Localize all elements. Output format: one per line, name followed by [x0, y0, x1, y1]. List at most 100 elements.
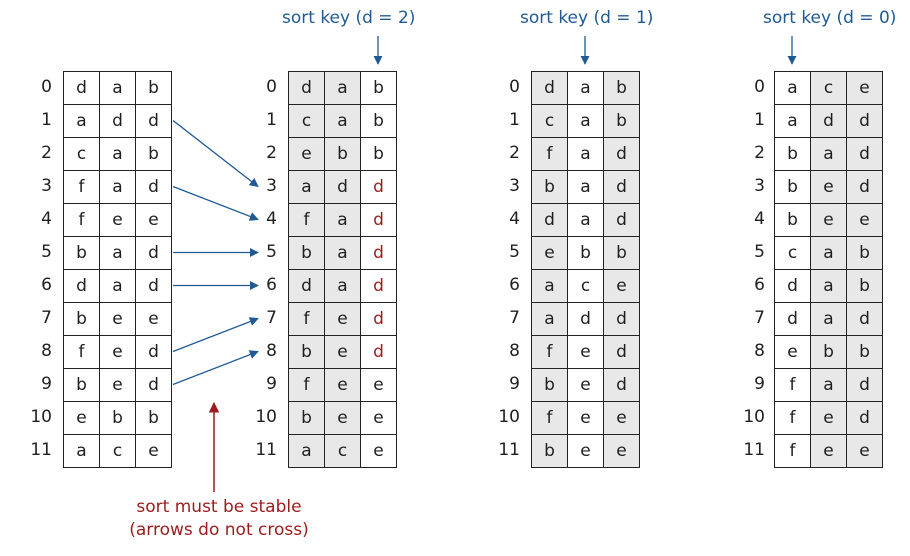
- row-index-label: 5: [754, 242, 765, 262]
- stability-arrow: [172, 350, 259, 386]
- cell: b: [846, 269, 883, 303]
- row-index-label: 2: [509, 143, 520, 163]
- cell: f: [288, 203, 325, 237]
- row-index-label: 7: [754, 308, 765, 328]
- cell: e: [324, 401, 361, 435]
- stability-note-line2: (arrows do not cross): [129, 520, 309, 540]
- cell: a: [567, 170, 604, 204]
- sort-key-label: sort key (d = 1): [520, 8, 654, 28]
- row-index-label: 8: [754, 341, 765, 361]
- row-index-label: 3: [41, 176, 52, 196]
- cell: d: [288, 71, 325, 105]
- cell: d: [360, 170, 397, 204]
- cell: e: [810, 434, 847, 468]
- cell: e: [360, 368, 397, 402]
- row-index-label: 4: [754, 209, 765, 229]
- row-index-label: 6: [509, 275, 520, 295]
- cell: e: [846, 434, 883, 468]
- cell: e: [846, 71, 883, 105]
- cell: b: [603, 71, 640, 105]
- cell: d: [846, 104, 883, 138]
- cell: b: [360, 104, 397, 138]
- cell: a: [99, 137, 136, 171]
- cell: e: [603, 269, 640, 303]
- cell: e: [810, 170, 847, 204]
- row-index-label: 1: [41, 110, 52, 130]
- cell: d: [846, 302, 883, 336]
- stability-arrow: [172, 317, 259, 353]
- cell: a: [567, 203, 604, 237]
- cell: d: [135, 104, 172, 138]
- cell: d: [531, 71, 568, 105]
- cell: a: [99, 170, 136, 204]
- cell: a: [810, 137, 847, 171]
- cell: d: [360, 335, 397, 369]
- cell: b: [288, 335, 325, 369]
- row-index-label: 11: [743, 440, 765, 460]
- cell: a: [567, 71, 604, 105]
- row-index-label: 5: [509, 242, 520, 262]
- cell: b: [135, 401, 172, 435]
- cell: d: [324, 170, 361, 204]
- cell: f: [531, 137, 568, 171]
- cell: d: [603, 302, 640, 336]
- cell: a: [63, 434, 100, 468]
- cell: e: [324, 368, 361, 402]
- row-index-label: 1: [509, 110, 520, 130]
- cell: e: [99, 335, 136, 369]
- cell: d: [135, 269, 172, 303]
- cell: c: [774, 236, 811, 270]
- cell: a: [810, 236, 847, 270]
- cell: e: [810, 401, 847, 435]
- cell: e: [324, 302, 361, 336]
- cell: d: [135, 368, 172, 402]
- cell: e: [99, 302, 136, 336]
- stability-note-line1: sort must be stable: [136, 497, 302, 517]
- row-index-label: 3: [754, 176, 765, 196]
- cell: d: [135, 170, 172, 204]
- cell: e: [810, 203, 847, 237]
- row-index-label: 11: [255, 440, 277, 460]
- cell: d: [63, 71, 100, 105]
- cell: d: [846, 137, 883, 171]
- row-index-label: 8: [509, 341, 520, 361]
- cell: a: [810, 368, 847, 402]
- row-index-label: 0: [754, 77, 765, 97]
- cell: c: [63, 137, 100, 171]
- row-index-label: 7: [41, 308, 52, 328]
- cell: f: [774, 368, 811, 402]
- row-index-label: 0: [266, 77, 277, 97]
- cell: b: [603, 236, 640, 270]
- cell: f: [288, 368, 325, 402]
- row-index-label: 6: [266, 275, 277, 295]
- cell: e: [360, 401, 397, 435]
- cell: d: [135, 236, 172, 270]
- cell: a: [324, 104, 361, 138]
- cell: b: [846, 335, 883, 369]
- cell: b: [774, 203, 811, 237]
- cell: f: [288, 302, 325, 336]
- row-index-label: 0: [509, 77, 520, 97]
